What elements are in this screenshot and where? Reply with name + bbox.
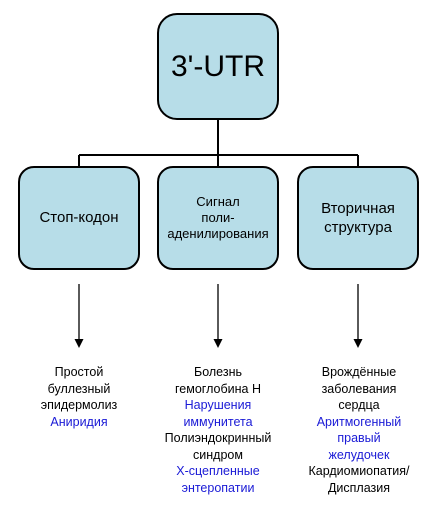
disease-list-item: X-сцепленные энтеропатии bbox=[176, 464, 260, 495]
arrowhead-1 bbox=[74, 339, 84, 348]
root-node-label: 3'-UTR bbox=[170, 49, 266, 83]
arrowhead-2 bbox=[213, 339, 223, 348]
node-polyadenylation-signal: Сигнал поли- аденилирования bbox=[157, 166, 279, 270]
disease-list-item: Аритмогенный правый желудочек bbox=[316, 414, 402, 462]
node-secondary-structure: Вторичная структура bbox=[297, 166, 419, 270]
arrowhead-3 bbox=[353, 339, 363, 348]
node-polyadenylation-signal-label: Сигнал поли- аденилирования bbox=[167, 193, 269, 242]
node-stop-codon: Стоп-кодон bbox=[18, 166, 140, 270]
disease-list-item: Простой буллезный эпидермолиз bbox=[40, 365, 118, 412]
node-secondary-structure-label: Вторичная структура bbox=[321, 199, 395, 237]
node-stop-codon-label: Стоп-кодон bbox=[39, 209, 119, 226]
disease-list-item: Врождённые заболевания сердца bbox=[321, 365, 397, 412]
disease-list-item: Нарушения иммунитета bbox=[183, 398, 253, 429]
root-node-3-utr: 3'-UTR bbox=[157, 13, 279, 120]
disease-list-item: Кардиомиопатия/ Дисплазия bbox=[308, 464, 410, 495]
disease-list-item: Болезнь гемоглобина H bbox=[175, 365, 261, 396]
disease-list-item: Полиэндокринный синдром bbox=[164, 431, 272, 462]
disease-list-item: Аниридия bbox=[50, 414, 108, 429]
